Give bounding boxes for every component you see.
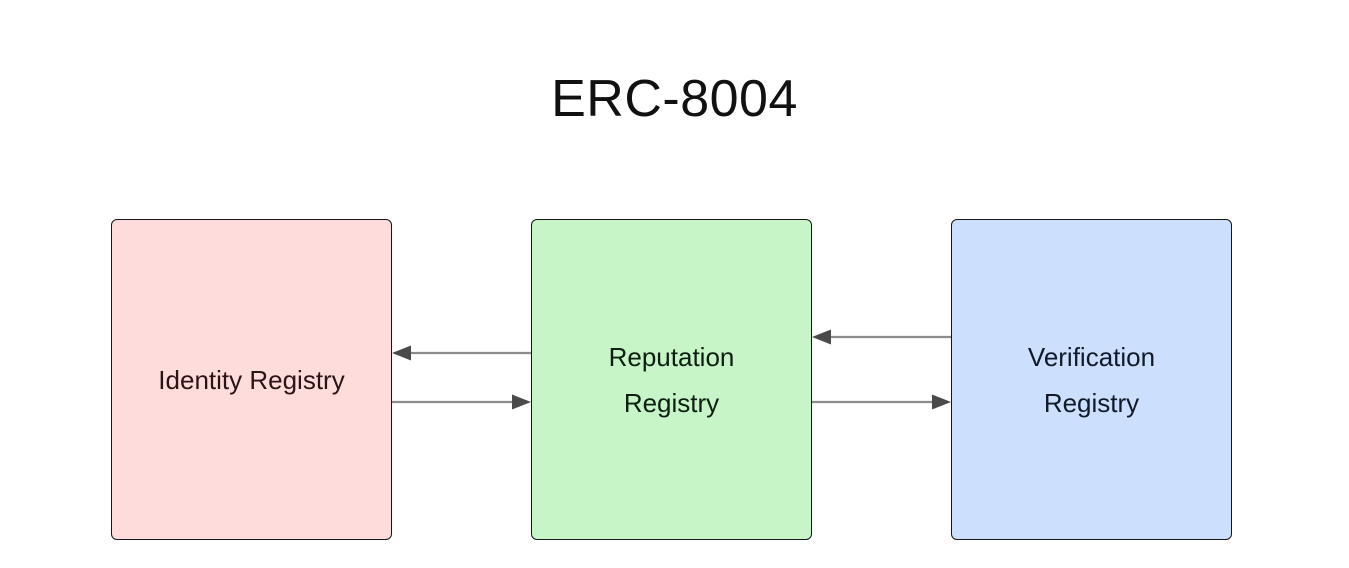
edge-identity-to-reputation xyxy=(392,394,531,410)
edge-verification-to-reputation xyxy=(812,329,951,345)
node-reputation-registry[interactable]: Reputation Registry xyxy=(531,219,812,540)
node-reputation-registry-label: Reputation Registry xyxy=(608,341,735,418)
node-identity-registry-label: Identity Registry xyxy=(158,364,345,395)
node-verification-registry-label: Verification Registry xyxy=(1027,341,1156,418)
edge-reputation-to-identity xyxy=(392,345,531,361)
node-identity-registry[interactable]: Identity Registry xyxy=(111,219,392,540)
edge-reputation-to-verification xyxy=(812,394,951,410)
node-verification-registry[interactable]: Verification Registry xyxy=(951,219,1232,540)
diagram-title: ERC-8004 xyxy=(551,70,798,128)
